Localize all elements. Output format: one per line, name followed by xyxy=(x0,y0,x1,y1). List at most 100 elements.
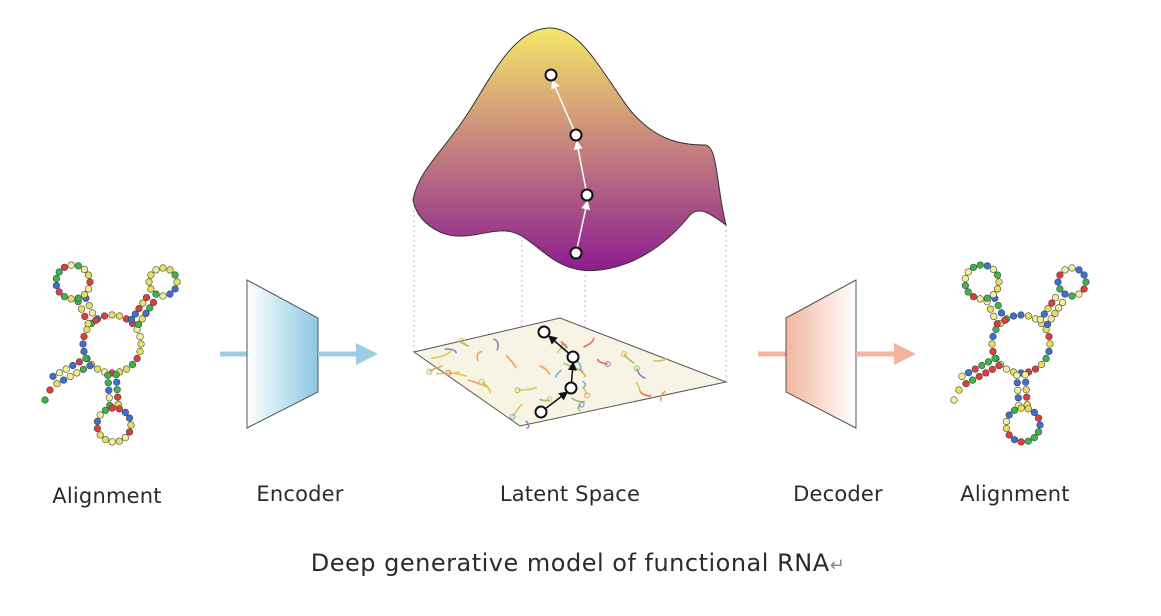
nucleotide-bead xyxy=(96,431,104,439)
nucleotide-bead xyxy=(984,358,993,366)
nucleotide-bead xyxy=(1044,305,1052,313)
nucleotide-bead xyxy=(993,271,1002,279)
nucleotide-bead xyxy=(104,379,112,387)
plane-doodle xyxy=(623,353,635,364)
nucleotide-bead xyxy=(976,261,984,269)
nucleotide-bead xyxy=(993,320,1001,328)
plane-doodle xyxy=(556,345,564,354)
nucleotide-bead xyxy=(989,265,998,274)
nucleotide-bead xyxy=(125,414,134,422)
nucleotide-bead xyxy=(136,332,144,341)
nucleotide-bead xyxy=(101,436,110,444)
nucleotide-bead xyxy=(1040,310,1048,318)
nucleotide-bead xyxy=(73,369,81,377)
nucleotide-bead xyxy=(1051,309,1059,318)
nucleotide-bead xyxy=(988,365,997,373)
nucleotide-bead xyxy=(149,298,158,307)
plane-doodle xyxy=(428,365,443,373)
nucleotide-bead xyxy=(166,290,174,298)
nucleotide-bead xyxy=(112,371,120,379)
nucleotide-bead xyxy=(1056,271,1064,279)
nucleotide-bead xyxy=(86,362,94,370)
nucleotide-bead xyxy=(80,347,88,356)
nucleotide-bead xyxy=(79,365,87,373)
plane-doodle xyxy=(636,368,646,379)
landscape-point xyxy=(580,188,594,202)
nucleotide-bead xyxy=(66,372,74,381)
nucleotide-bead xyxy=(60,263,69,271)
plane-doodle-loop xyxy=(578,401,585,408)
nucleotide-bead xyxy=(53,380,61,388)
plane-doodle-loop xyxy=(509,413,516,420)
nucleotide-bead xyxy=(108,311,116,319)
nucleotide-bead xyxy=(1034,414,1043,422)
nucleotide-bead xyxy=(92,316,100,324)
nucleotide-bead xyxy=(1030,408,1038,417)
figure-caption: Deep generative model of functional RNA↵ xyxy=(311,549,845,577)
nucleotide-bead xyxy=(983,262,991,270)
plane-point xyxy=(537,325,551,339)
nucleotide-bead xyxy=(152,266,160,274)
nucleotide-bead xyxy=(1042,354,1050,363)
plane-doodle-loop xyxy=(604,361,611,367)
nucleotide-bead xyxy=(122,365,131,373)
plane-doodle-loop xyxy=(426,368,433,375)
nucleotide-bead xyxy=(69,361,77,370)
nucleotide-bead xyxy=(55,268,63,276)
nucleotide-bead xyxy=(1075,266,1083,274)
nucleotide-bead xyxy=(991,354,999,362)
nucleotide-bead xyxy=(84,320,92,328)
nucleotide-bead xyxy=(136,347,144,356)
nucleotide-bead xyxy=(159,292,167,300)
plane-doodle xyxy=(570,397,585,403)
plane-doodle xyxy=(653,358,667,362)
nucleotide-bead xyxy=(955,386,963,394)
nucleotide-bead xyxy=(1068,264,1076,272)
nucleotide-bead xyxy=(975,372,983,381)
encoder-trapezoid xyxy=(246,279,319,429)
nucleotide-bead xyxy=(1034,428,1043,436)
nucleotide-bead xyxy=(125,428,134,436)
nucleotide-bead xyxy=(133,354,141,363)
nucleotide-bead xyxy=(961,281,970,290)
label-alignment-right: Alignment xyxy=(960,482,1070,506)
nucleotide-bead xyxy=(1045,347,1053,356)
nucleotide-bead xyxy=(146,304,154,312)
nucleotide-bead xyxy=(108,438,116,446)
nucleotide-bead xyxy=(990,312,998,321)
nucleotide-bead xyxy=(995,362,1003,370)
nucleotide-bead xyxy=(1014,394,1022,402)
latent-plane xyxy=(412,317,728,427)
nucleotide-bead xyxy=(59,376,68,384)
plane-doodle xyxy=(583,337,595,348)
plane-point xyxy=(566,350,580,364)
nucleotide-bead xyxy=(1054,278,1062,286)
nucleotide-bead xyxy=(1047,315,1055,323)
nucleotide-bead xyxy=(74,294,82,302)
nucleotide-bead xyxy=(997,309,1006,317)
plane-doodle xyxy=(659,390,666,402)
nucleotide-bead xyxy=(982,369,990,377)
nucleotide-bead xyxy=(166,266,174,274)
encoder-block xyxy=(220,279,378,429)
caption-text: Deep generative model of functional RNA xyxy=(310,549,830,577)
plane-doodle-loop xyxy=(584,392,590,399)
label-encoder: Encoder xyxy=(256,482,344,506)
nucleotide-bead xyxy=(1055,304,1063,312)
nucleotide-bead xyxy=(138,315,146,323)
landscape-path-segment xyxy=(573,140,588,196)
fitness-landscape xyxy=(412,27,727,272)
nucleotide-bead xyxy=(75,358,83,366)
nucleotide-bead xyxy=(961,274,970,283)
nucleotide-bead xyxy=(1021,371,1029,379)
nucleotide-bead xyxy=(969,263,978,271)
nucleotide-bead xyxy=(994,302,1002,310)
plane-doodle xyxy=(492,338,499,351)
decoder-arrow-head xyxy=(894,343,916,365)
nucleotide-bead xyxy=(121,408,129,417)
nucleotide-bead xyxy=(101,406,110,414)
nucleotide-bead xyxy=(1022,386,1030,394)
nucleotide-bead xyxy=(1036,316,1045,324)
nucleotide-bead xyxy=(115,312,124,320)
nucleotide-bead xyxy=(1013,379,1021,387)
